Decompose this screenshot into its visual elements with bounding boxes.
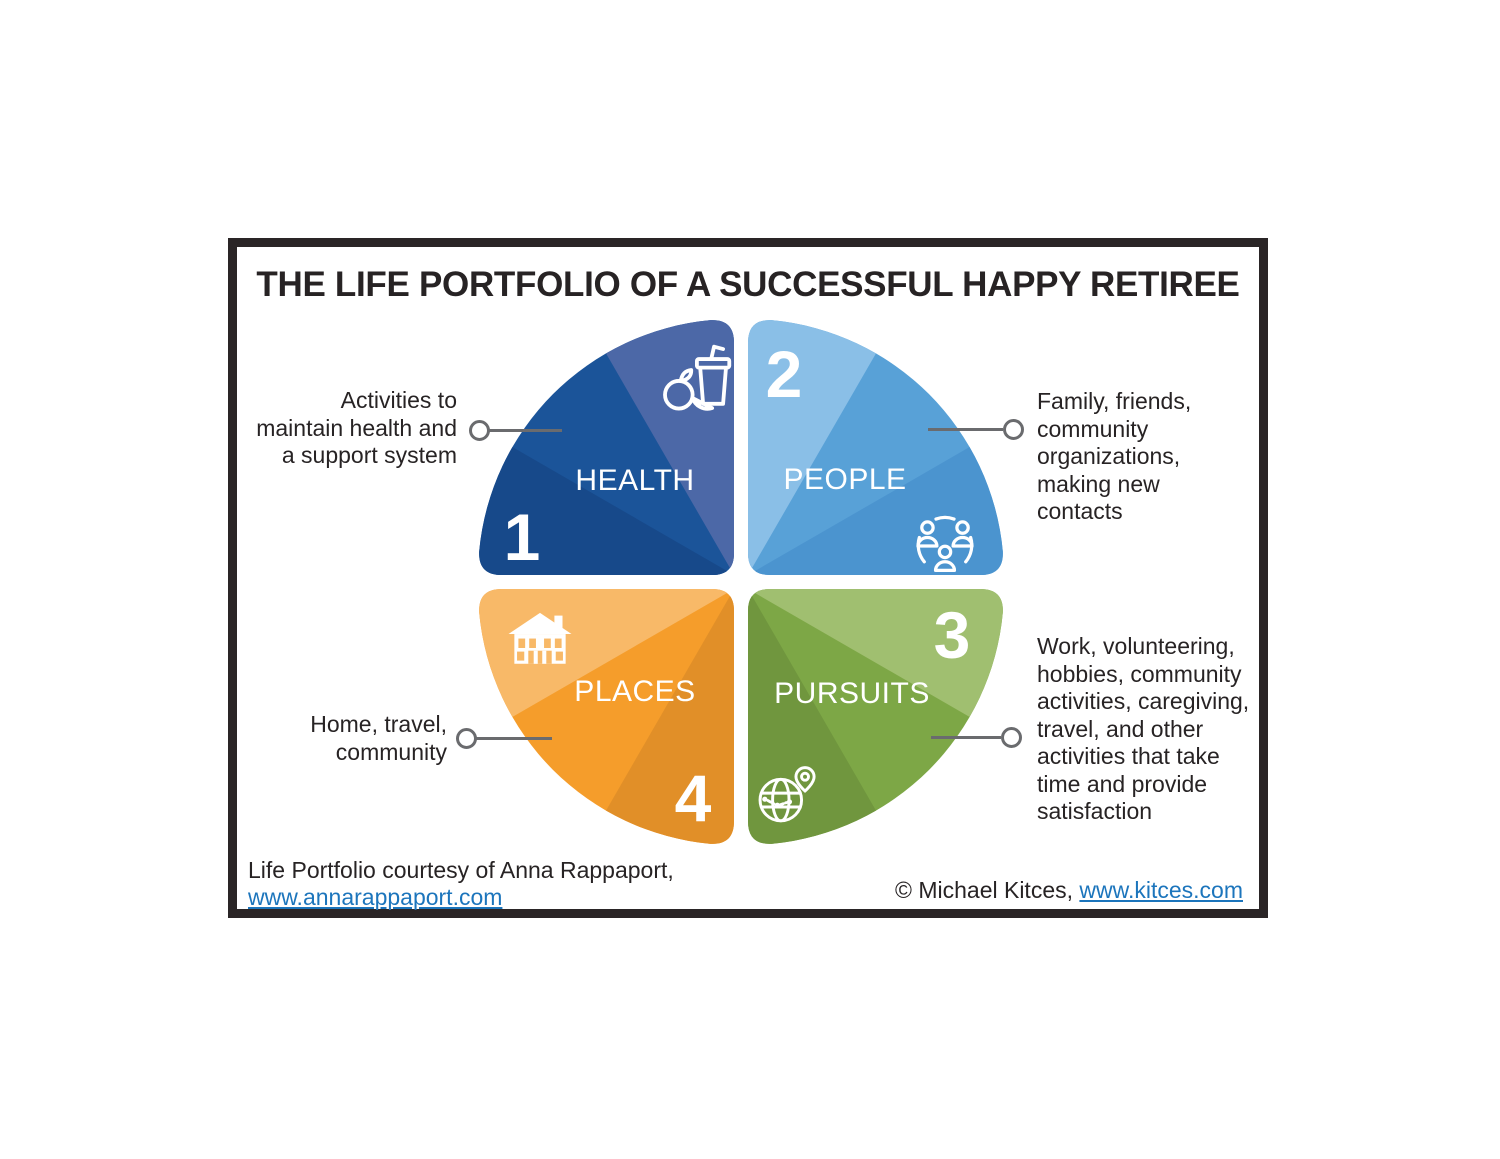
house-icon: [508, 612, 572, 664]
connector-places-line: [476, 736, 552, 740]
footer-copyright-text: © Michael Kitces,: [895, 877, 1080, 903]
quadrant-places-number: 4: [674, 761, 712, 835]
quadrant-pursuits-shape: [748, 589, 1003, 844]
quadrant-people-number: 2: [765, 337, 803, 411]
connector-pursuits-line: [931, 735, 1001, 739]
footer-credit-link[interactable]: www.annarappaport.com: [248, 884, 503, 910]
quadrant-places-shape: [479, 589, 734, 844]
connector-places-dot: [455, 727, 477, 749]
footer-copyright-link[interactable]: www.kitces.com: [1079, 877, 1243, 903]
note-health: Activities to maintain health and a supp…: [256, 387, 457, 468]
footer-credit-text: Life Portfolio courtesy of Anna Rappapor…: [248, 857, 674, 883]
connector-health-line: [489, 428, 562, 432]
connector-pursuits-dot: [1000, 726, 1022, 748]
quadrant-health-shape: [479, 320, 734, 575]
quadrant-places-label: PLACES: [574, 675, 696, 708]
smoothie-apple-icon: [663, 344, 732, 411]
poster-frame: THE LIFE PORTFOLIO OF A SUCCESSFUL HAPPY…: [228, 238, 1268, 918]
quadrant-health-label: HEALTH: [575, 464, 695, 497]
connector-people-line: [928, 427, 1003, 431]
globe-pin-icon: [758, 766, 816, 823]
note-people: Family, friends, community organizations…: [1037, 388, 1192, 524]
quadrant-pursuits-label: PURSUITS: [774, 677, 930, 710]
footer-credit: Life Portfolio courtesy of Anna Rappapor…: [248, 857, 674, 911]
people-network-icon: [916, 515, 974, 572]
connector-health-dot: [468, 419, 490, 441]
quadrant-health-number: 1: [503, 500, 541, 574]
quadrant-people-label: PEOPLE: [783, 463, 907, 496]
note-places: Home, travel, community: [310, 711, 447, 765]
note-pursuits: Work, volunteering, hobbies, community a…: [1037, 633, 1250, 824]
poster-title: THE LIFE PORTFOLIO OF A SUCCESSFUL HAPPY…: [256, 265, 1240, 304]
footer-copyright: © Michael Kitces, www.kitces.com: [895, 877, 1243, 904]
quadrant-pursuits-number: 3: [933, 598, 971, 672]
connector-people-dot: [1002, 418, 1024, 440]
